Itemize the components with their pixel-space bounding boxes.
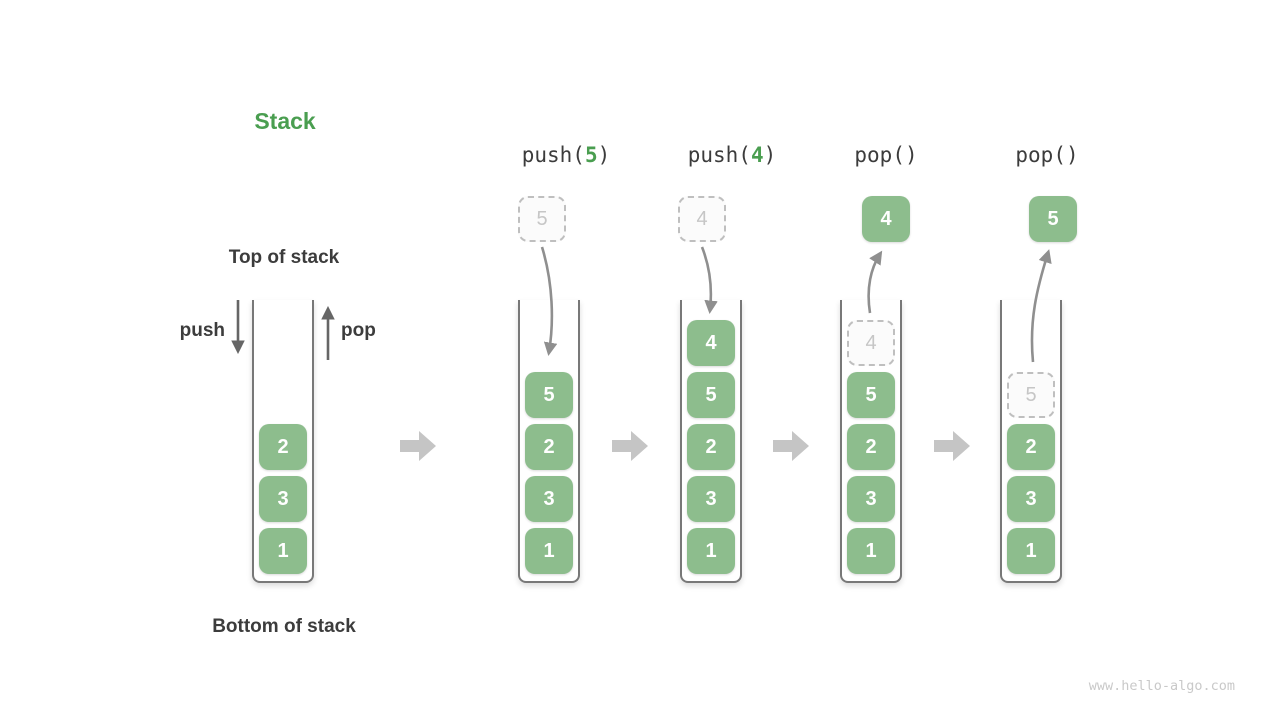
stack-item-2: 2 xyxy=(259,424,307,470)
transition-arrow-icon-1 xyxy=(400,431,436,461)
stack-item-1: 1 xyxy=(259,528,307,574)
stack-item-4: 4 xyxy=(687,320,735,366)
stack-container-after-pop-4: 4 5 2 3 1 xyxy=(840,300,902,583)
operation-label-push-5: push(5) xyxy=(522,143,611,167)
stack-item-3: 3 xyxy=(1007,476,1055,522)
stack-item-5-ghost: 5 xyxy=(1007,372,1055,418)
op-suffix: ) xyxy=(597,143,611,167)
op-argument: 5 xyxy=(584,143,598,167)
watermark: www.hello-algo.com xyxy=(1088,678,1235,694)
bottom-of-stack-label: Bottom of stack xyxy=(212,616,356,637)
operation-label-pop-2: pop() xyxy=(1015,143,1078,167)
stack-item-1: 1 xyxy=(687,528,735,574)
stack-container-after-push-5: 5 2 3 1 xyxy=(518,300,580,583)
operation-label-pop-1: pop() xyxy=(854,143,917,167)
diagram-title: Stack xyxy=(254,108,316,134)
stack-item-1: 1 xyxy=(525,528,573,574)
op-prefix: push( xyxy=(521,143,585,167)
stack-item-1: 1 xyxy=(847,528,895,574)
pop-label: pop xyxy=(341,320,376,341)
op-suffix: ) xyxy=(763,143,777,167)
push-label: push xyxy=(179,320,225,341)
transition-arrow-icon-3 xyxy=(773,431,809,461)
stack-item-1: 1 xyxy=(1007,528,1055,574)
operation-label-push-4: push(4) xyxy=(688,143,777,167)
op-prefix: pop() xyxy=(854,143,918,167)
stack-container-after-push-4: 4 5 2 3 1 xyxy=(680,300,742,583)
stack-item-2: 2 xyxy=(687,424,735,470)
stack-item-5: 5 xyxy=(525,372,573,418)
stack-item-5: 5 xyxy=(847,372,895,418)
op-argument: 4 xyxy=(750,143,764,167)
op-prefix: pop() xyxy=(1015,143,1079,167)
transition-arrow-icon-4 xyxy=(934,431,970,461)
stack-item-4-ghost: 4 xyxy=(847,320,895,366)
stack-item-2: 2 xyxy=(847,424,895,470)
stack-container-after-pop-5: 5 2 3 1 xyxy=(1000,300,1062,583)
op-prefix: push( xyxy=(687,143,751,167)
transition-arrow-icon-2 xyxy=(612,431,648,461)
stack-item-3: 3 xyxy=(687,476,735,522)
popped-value-box-5: 5 xyxy=(1029,196,1077,242)
stack-item-3: 3 xyxy=(525,476,573,522)
stack-item-2: 2 xyxy=(525,424,573,470)
stack-item-3: 3 xyxy=(847,476,895,522)
stack-item-2: 2 xyxy=(1007,424,1055,470)
stack-item-3: 3 xyxy=(259,476,307,522)
push-operand-box-4: 4 xyxy=(678,196,726,242)
popped-value-box-4: 4 xyxy=(862,196,910,242)
stack-item-5: 5 xyxy=(687,372,735,418)
stack-container-initial: 2 3 1 xyxy=(252,300,314,583)
push-operand-box-5: 5 xyxy=(518,196,566,242)
top-of-stack-label: Top of stack xyxy=(228,247,340,268)
